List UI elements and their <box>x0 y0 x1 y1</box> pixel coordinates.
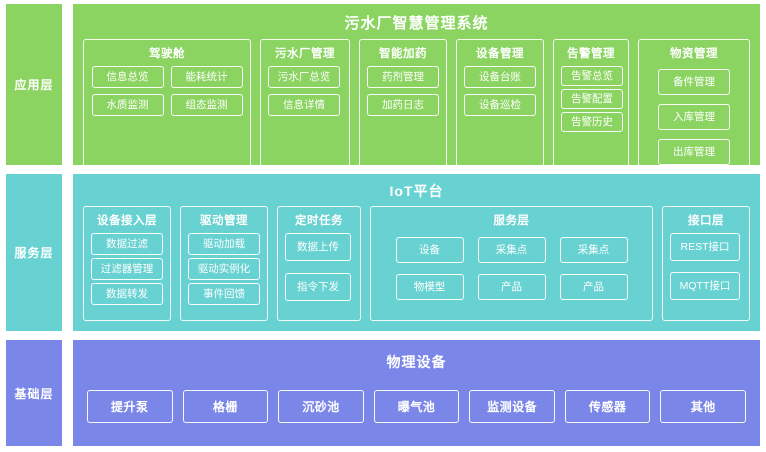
group-title-device-access-layer: 设备接入层 <box>97 215 157 227</box>
chip-driver-loading[interactable]: 驱动加载 <box>188 233 260 256</box>
group-cockpit[interactable]: 驾驶舱 信息总览 能耗统计 水质监测 组态监测 <box>83 39 251 209</box>
layer-panel-service: IoT平台 设备接入层 数据过滤 过滤器管理 数据转发 驱动管理 驱动加载 驱动… <box>73 174 760 332</box>
device-row: 提升泵 格栅 沉砂池 曝气池 监测设备 传感器 其他 <box>73 380 760 446</box>
group-plant-management[interactable]: 污水厂管理 污水厂总览 信息详情 <box>260 39 350 209</box>
group-interface-layer[interactable]: 接口层 REST接口 MQTT接口 <box>662 206 750 322</box>
layer-label-service: 服务层 <box>6 174 62 332</box>
chip-spare-parts-management[interactable]: 备件管理 <box>658 69 730 96</box>
device-aeration-tank[interactable]: 曝气池 <box>373 389 460 423</box>
group-items-equipment-management: 设备台账 设备巡检 <box>464 66 536 117</box>
panel-title-service: IoT平台 <box>389 183 444 199</box>
group-scheduled-task[interactable]: 定时任务 数据上传 指令下发 <box>277 206 361 322</box>
group-title-equipment-management: 设备管理 <box>476 48 524 60</box>
group-device-access-layer[interactable]: 设备接入层 数据过滤 过滤器管理 数据转发 <box>83 206 171 322</box>
device-grit-chamber[interactable]: 沉砂池 <box>278 389 364 423</box>
layer-application: 应用层 污水厂智慧管理系统 驾驶舱 信息总览 能耗统计 水质监测 组态监测 污水… <box>6 4 760 209</box>
layer-service: 服务层 IoT平台 设备接入层 数据过滤 过滤器管理 数据转发 驱动管理 驱动加… <box>6 174 760 332</box>
chip-plant-overview[interactable]: 污水厂总览 <box>268 66 340 89</box>
service-group-row: 设备接入层 数据过滤 过滤器管理 数据转发 驱动管理 驱动加载 驱动实例化 事件… <box>73 206 760 331</box>
group-items-cockpit: 信息总览 能耗统计 水质监测 组态监测 <box>91 66 243 117</box>
group-items-service-layer: 设备 采集点 采集点 物模型 产品 产品 <box>378 233 645 301</box>
chip-reagent-management[interactable]: 药剂管理 <box>367 66 439 89</box>
chip-scada-monitoring[interactable]: 组态监测 <box>170 94 243 117</box>
group-items-interface-layer: REST接口 MQTT接口 <box>670 233 742 301</box>
group-driver-management[interactable]: 驱动管理 驱动加载 驱动实例化 事件回馈 <box>180 206 268 322</box>
chip-alarm-overview[interactable]: 告警总览 <box>561 66 623 87</box>
group-equipment-management[interactable]: 设备管理 设备台账 设备巡检 <box>456 39 544 209</box>
group-alarm-management[interactable]: 告警管理 告警总览 告警配置 告警历史 <box>553 39 629 209</box>
chip-dosing-log[interactable]: 加药日志 <box>367 94 439 117</box>
chip-driver-instantiation[interactable]: 驱动实例化 <box>188 258 260 281</box>
group-title-service-layer: 服务层 <box>493 215 530 227</box>
device-other[interactable]: 其他 <box>660 389 747 423</box>
group-items-smart-dosing: 药剂管理 加药日志 <box>367 66 439 117</box>
device-sensor[interactable]: 传感器 <box>564 389 651 423</box>
chip-product-1[interactable]: 产品 <box>477 274 546 301</box>
chip-collection-point-1[interactable]: 采集点 <box>477 237 546 264</box>
device-monitoring-equipment[interactable]: 监测设备 <box>469 389 555 423</box>
chip-collection-point-2[interactable]: 采集点 <box>559 237 628 264</box>
device-lift-pump[interactable]: 提升泵 <box>87 389 173 423</box>
chip-command-dispatch[interactable]: 指令下发 <box>285 273 351 302</box>
group-title-plant-management: 污水厂管理 <box>275 48 335 60</box>
chip-outbound-management[interactable]: 出库管理 <box>658 139 730 166</box>
chip-rest-interface[interactable]: REST接口 <box>670 233 740 262</box>
chip-device[interactable]: 设备 <box>395 237 464 264</box>
chip-data-upload[interactable]: 数据上传 <box>285 233 351 262</box>
device-grille[interactable]: 格栅 <box>182 389 269 423</box>
group-title-material-management: 物资管理 <box>670 48 718 60</box>
group-title-cockpit: 驾驶舱 <box>149 48 185 60</box>
chip-info-detail[interactable]: 信息详情 <box>268 94 340 117</box>
layer-label-infrastructure: 基础层 <box>6 340 62 446</box>
group-items-device-access-layer: 数据过滤 过滤器管理 数据转发 <box>91 233 163 306</box>
group-service-layer[interactable]: 服务层 设备 采集点 采集点 物模型 产品 产品 <box>370 206 653 322</box>
panel-title-infrastructure: 物理设备 <box>386 354 447 371</box>
chip-data-forwarding[interactable]: 数据转发 <box>91 283 163 306</box>
layer-panel-infrastructure: 物理设备 提升泵 格栅 沉砂池 曝气池 监测设备 传感器 其他 <box>73 340 760 446</box>
chip-event-feedback[interactable]: 事件回馈 <box>188 283 260 306</box>
chip-data-filter[interactable]: 数据过滤 <box>91 233 163 256</box>
chip-equipment-inspection[interactable]: 设备巡检 <box>464 94 536 117</box>
group-title-interface-layer: 接口层 <box>688 215 724 227</box>
group-items-driver-management: 驱动加载 驱动实例化 事件回馈 <box>188 233 260 306</box>
chip-equipment-ledger[interactable]: 设备台账 <box>464 66 536 89</box>
group-items-scheduled-task: 数据上传 指令下发 <box>285 233 353 302</box>
application-group-row: 驾驶舱 信息总览 能耗统计 水质监测 组态监测 污水厂管理 污水厂总览 信息详情 <box>73 39 760 218</box>
layer-infrastructure: 基础层 物理设备 提升泵 格栅 沉砂池 曝气池 监测设备 传感器 其他 <box>6 340 760 446</box>
chip-energy-statistics[interactable]: 能耗统计 <box>170 66 243 89</box>
group-title-driver-management: 驱动管理 <box>200 215 248 227</box>
chip-alarm-config[interactable]: 告警配置 <box>561 89 623 110</box>
chip-inbound-management[interactable]: 入库管理 <box>658 104 730 131</box>
chip-info-overview[interactable]: 信息总览 <box>91 66 164 89</box>
chip-product-2[interactable]: 产品 <box>559 274 628 301</box>
layer-panel-application: 污水厂智慧管理系统 驾驶舱 信息总览 能耗统计 水质监测 组态监测 污水厂管理 … <box>73 4 760 209</box>
chip-water-quality-monitoring[interactable]: 水质监测 <box>91 94 164 117</box>
group-items-alarm-management: 告警总览 告警配置 告警历史 <box>561 66 623 133</box>
chip-alarm-history[interactable]: 告警历史 <box>561 112 623 133</box>
chip-mqtt-interface[interactable]: MQTT接口 <box>670 272 740 301</box>
group-items-plant-management: 污水厂总览 信息详情 <box>268 66 342 117</box>
chip-thing-model[interactable]: 物模型 <box>395 274 464 301</box>
group-title-scheduled-task: 定时任务 <box>295 215 343 227</box>
group-title-alarm-management: 告警管理 <box>567 48 615 60</box>
chip-filter-management[interactable]: 过滤器管理 <box>91 258 163 281</box>
layer-label-application: 应用层 <box>6 4 62 165</box>
panel-title-application: 污水厂智慧管理系统 <box>344 15 489 32</box>
group-title-smart-dosing: 智能加药 <box>379 48 427 60</box>
